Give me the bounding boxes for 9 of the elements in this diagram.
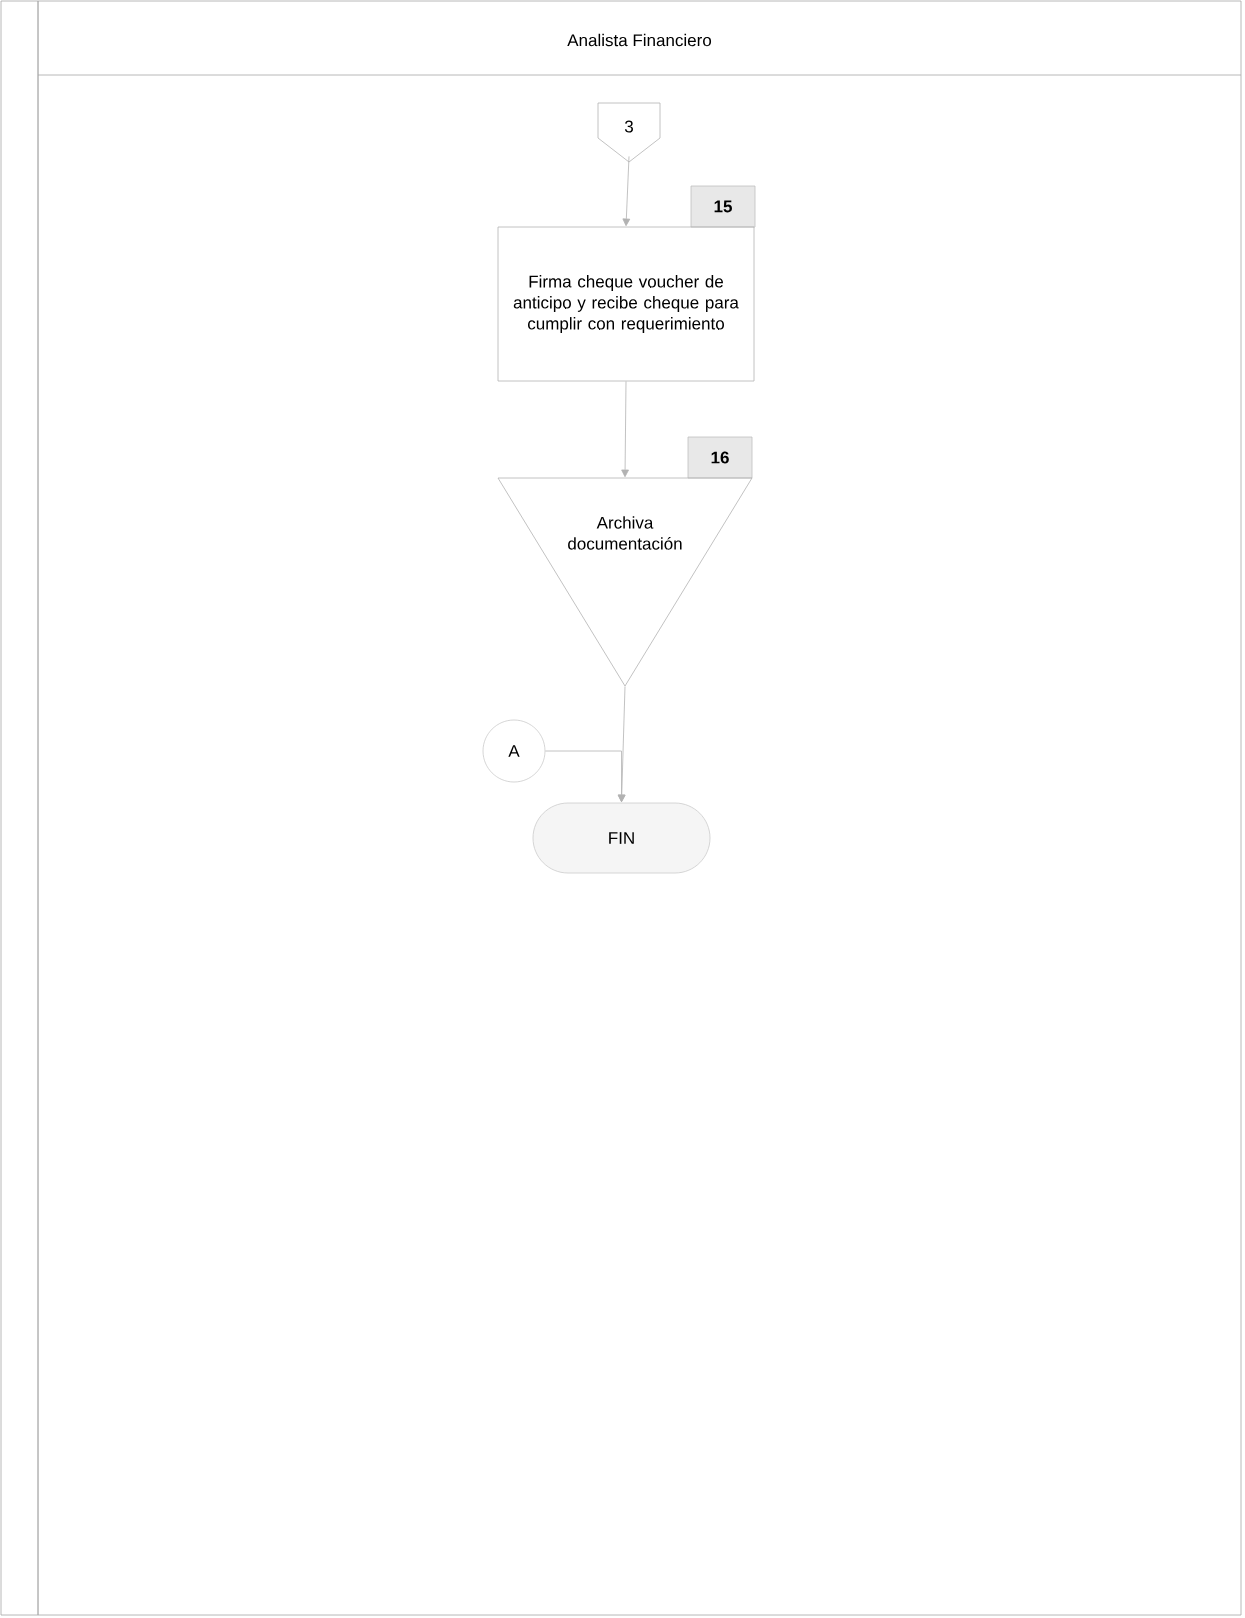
arrow (621, 381, 629, 478)
step-number: 15 (690, 185, 756, 228)
arrow (545, 750, 626, 803)
step-number: 16 (687, 436, 753, 479)
arrow (622, 156, 631, 227)
terminator: FIN (532, 802, 711, 874)
off-page-connector: 3 (597, 102, 661, 163)
process-box: Firma cheque voucher de anticipo y recibe cheque para cumplir con requerimiento (497, 226, 755, 382)
archive-triangle: Archiva documentación (497, 477, 753, 687)
